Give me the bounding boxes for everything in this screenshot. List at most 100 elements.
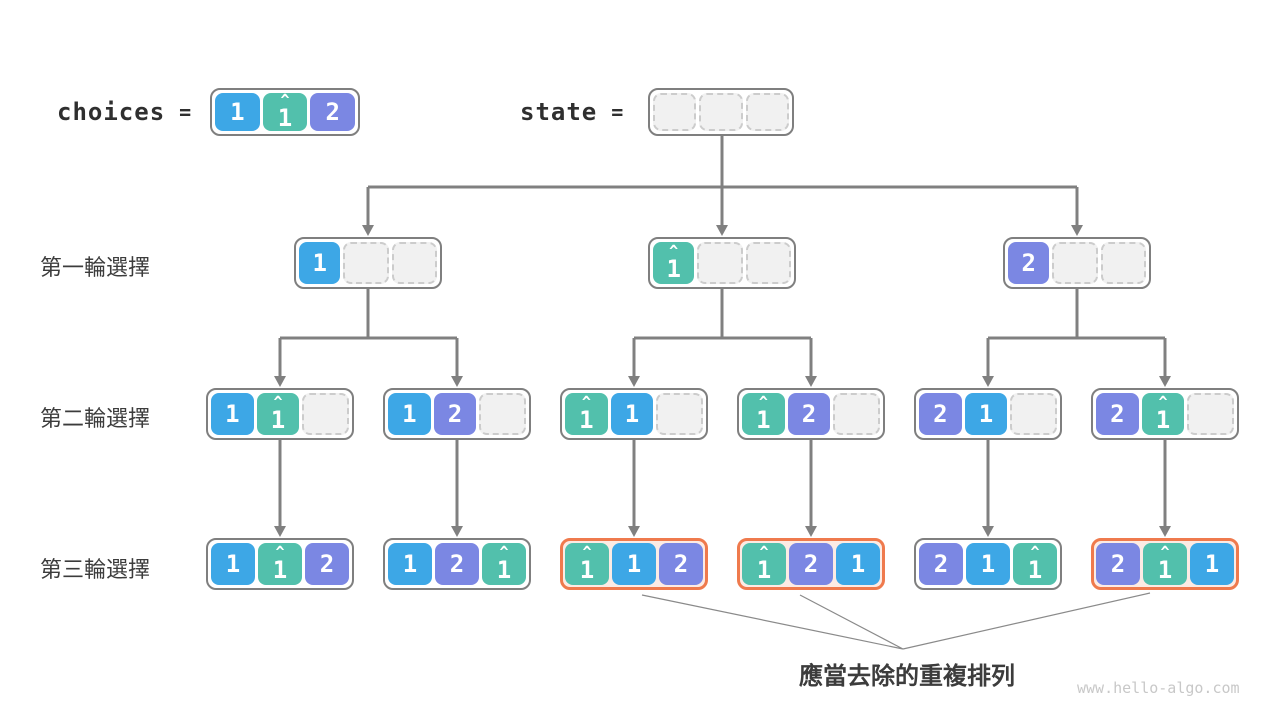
cell-2: 2 [310, 93, 356, 131]
cell-value: 1 [1155, 405, 1171, 434]
cell-1: 1 [610, 393, 654, 435]
hat-mark: ^ [581, 392, 591, 411]
cell-empty [745, 93, 789, 131]
cell-2: 2 [789, 543, 833, 585]
cell-empty [656, 393, 704, 435]
cell-value: 1 [1027, 555, 1043, 584]
hat-mark: ^ [758, 392, 768, 411]
cell-1-hat: ^1 [742, 543, 786, 585]
cell-empty [1187, 393, 1235, 435]
cell-1-hat: ^1 [262, 92, 308, 131]
round-3-label: 第三輪選擇 [40, 557, 151, 582]
cell-1-hat: ^1 [258, 543, 302, 585]
cell-1-hat: ^1 [653, 241, 695, 284]
cell-value: 2 [1110, 550, 1126, 578]
cell-empty [1052, 242, 1098, 284]
hat-mark: ^ [1030, 542, 1040, 561]
cell-empty [1010, 393, 1058, 435]
cell-2: 2 [1096, 543, 1140, 585]
cell-1: 1 [388, 393, 431, 435]
cell-1-hat: ^1 [565, 393, 608, 435]
cell-value: 2 [933, 400, 948, 428]
hat-mark: ^ [1160, 542, 1170, 561]
cell-1: 1 [1190, 543, 1234, 585]
cell-value: 1 [626, 550, 642, 578]
cell-2: 2 [919, 393, 962, 435]
state-node-r1-1: 1 [294, 237, 442, 289]
cell-value: 1 [756, 405, 771, 434]
cell-1-hat: ^1 [1013, 543, 1057, 585]
hat-mark: ^ [499, 542, 509, 561]
cell-value: 1 [1157, 555, 1173, 584]
cell-value: 1 [980, 550, 996, 578]
cell-1-hat: ^1 [482, 543, 526, 585]
cell-empty [745, 242, 791, 284]
cell-value: 1 [270, 405, 286, 434]
cell-empty [302, 393, 350, 435]
cell-1: 1 [964, 393, 1008, 435]
choices-node: 1 ^1 2 [210, 88, 360, 136]
arrowheads [274, 225, 1171, 537]
cell-value: 1 [312, 249, 327, 277]
cell-empty [697, 242, 743, 284]
cell-1: 1 [215, 93, 260, 131]
state-node-r2-6: 2 ^1 [1091, 388, 1239, 440]
hat-mark: ^ [273, 392, 283, 411]
round-2-label: 第二輪選擇 [40, 406, 151, 431]
cell-value: 1 [225, 550, 241, 578]
edges-level2 [278, 289, 1167, 377]
equals-sign: = [179, 100, 192, 124]
cell-2: 2 [787, 393, 831, 435]
cell-value: 1 [850, 550, 866, 578]
cell-empty [653, 93, 697, 131]
cell-1: 1 [966, 543, 1010, 585]
cell-empty [343, 242, 389, 284]
cell-1: 1 [612, 543, 656, 585]
hat-mark: ^ [759, 542, 769, 561]
cell-1: 1 [211, 393, 254, 435]
cell-empty [699, 93, 743, 131]
cell-empty [479, 393, 527, 435]
hat-mark: ^ [1158, 392, 1168, 411]
state-header: state = [520, 88, 623, 136]
hat-mark: ^ [275, 542, 285, 561]
cell-1-hat: ^1 [256, 392, 300, 435]
cell-value: 1 [272, 555, 288, 584]
cell-1-hat: ^1 [565, 543, 609, 585]
cell-value: 2 [1110, 400, 1125, 428]
cell-2: 2 [433, 393, 477, 435]
hat-mark: ^ [669, 241, 679, 260]
cell-1-hat: ^1 [1143, 543, 1187, 585]
cell-value: 2 [319, 550, 335, 578]
cell-2: 2 [305, 543, 349, 585]
cell-2: 2 [919, 543, 963, 585]
state-node [648, 88, 794, 136]
cell-value: 1 [230, 98, 245, 126]
duplicate-annotation: 應當去除的重複排列 [799, 663, 1015, 690]
choices-header: choices = [57, 88, 191, 136]
cell-value: 2 [447, 400, 463, 428]
cell-value: 2 [449, 550, 465, 578]
cell-value: 1 [978, 400, 994, 428]
round-1-label: 第一輪選擇 [40, 255, 151, 280]
cell-value: 1 [402, 400, 417, 428]
cell-value: 1 [579, 555, 595, 584]
cell-empty [833, 393, 881, 435]
cell-1-hat: ^1 [1141, 392, 1185, 435]
cell-empty [391, 242, 437, 284]
cell-1-hat: ^1 [742, 393, 785, 435]
cell-value: 1 [1204, 550, 1220, 578]
cell-value: 2 [325, 98, 340, 126]
edges-level1 [366, 136, 1079, 226]
cell-1: 1 [836, 543, 880, 585]
